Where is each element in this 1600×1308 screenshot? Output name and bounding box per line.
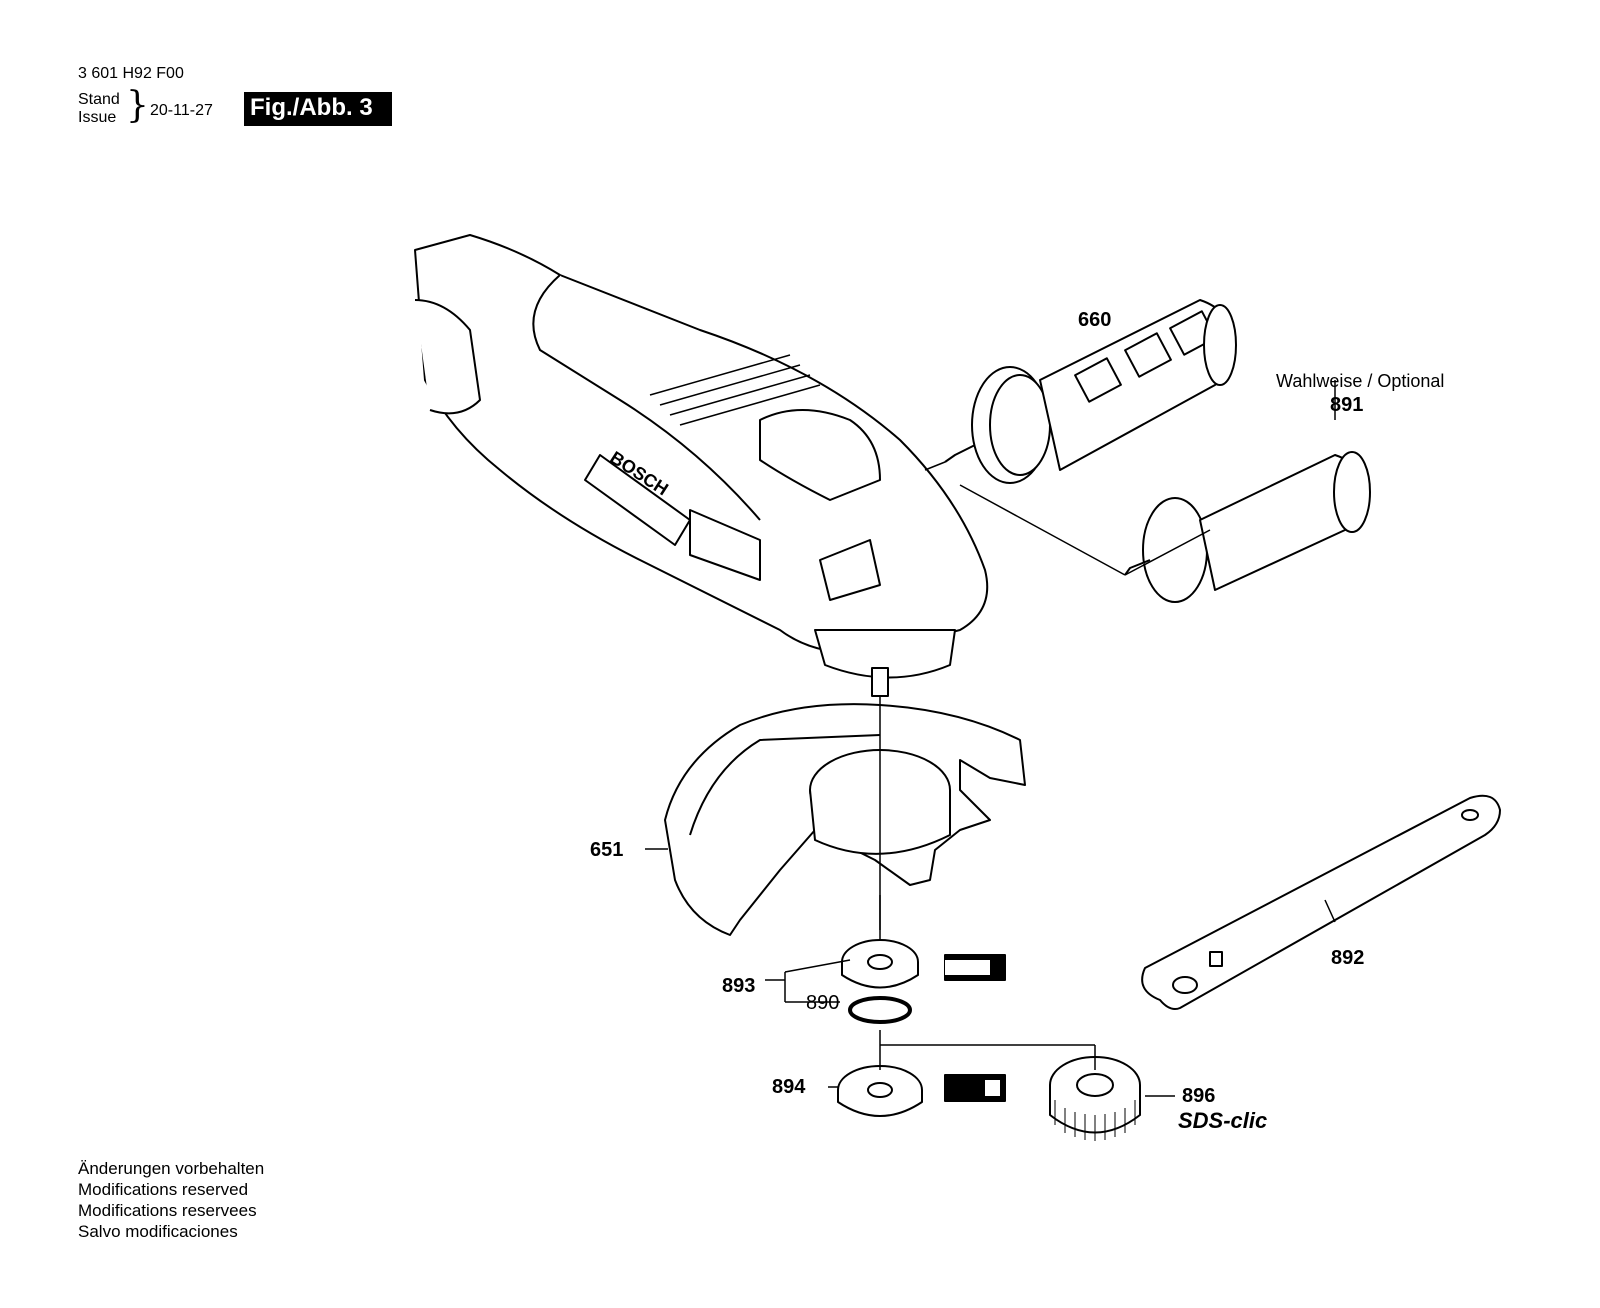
part-893-label: 893	[722, 975, 756, 997]
footer-line-4: Salvo modificaciones	[78, 1222, 238, 1241]
flange-893	[841, 939, 919, 989]
document-code: 3 601 H92 F00	[78, 65, 184, 82]
footer-line-3: Modifications reservees	[78, 1201, 257, 1220]
figure-label: Fig./Abb. 3	[250, 94, 373, 121]
part-896-label: 896	[1182, 1085, 1216, 1107]
part-660-label: 660	[1078, 309, 1112, 331]
issue-label: Issue	[78, 109, 117, 126]
handle-891	[1124, 451, 1371, 603]
optional-label: Wahlweise / Optional	[1276, 371, 1445, 391]
quick-nut-896	[1049, 1056, 1141, 1141]
wrench-symbol-icon	[944, 954, 1006, 981]
issue-date: 20-11-27	[150, 102, 213, 119]
footer-line-2: Modifications reserved	[78, 1180, 249, 1199]
handle-660	[944, 299, 1237, 484]
part-894-label: 894	[772, 1076, 806, 1098]
part-890-label: 890	[806, 992, 840, 1014]
brace-glyph: }	[126, 85, 149, 126]
sds-clic-label: SDS-clic	[1178, 1108, 1268, 1133]
part-651-label: 651	[590, 839, 624, 861]
leader-lines	[645, 380, 1336, 1097]
wrench-892	[1141, 794, 1501, 1010]
nut-894	[837, 1065, 923, 1117]
wrench-symbol-icon	[944, 1074, 1006, 1102]
stand-label: Stand	[78, 91, 120, 108]
gear-head	[814, 629, 956, 697]
part-892-label: 892	[1331, 947, 1365, 969]
part-891-label: 891	[1330, 394, 1364, 416]
figure-badge	[244, 92, 392, 126]
o-ring-890	[848, 996, 912, 1024]
guard-651	[664, 703, 1026, 936]
angle-grinder-body: BOSCH	[414, 234, 989, 654]
footer-line-1: Änderungen vorbehalten	[78, 1159, 265, 1178]
